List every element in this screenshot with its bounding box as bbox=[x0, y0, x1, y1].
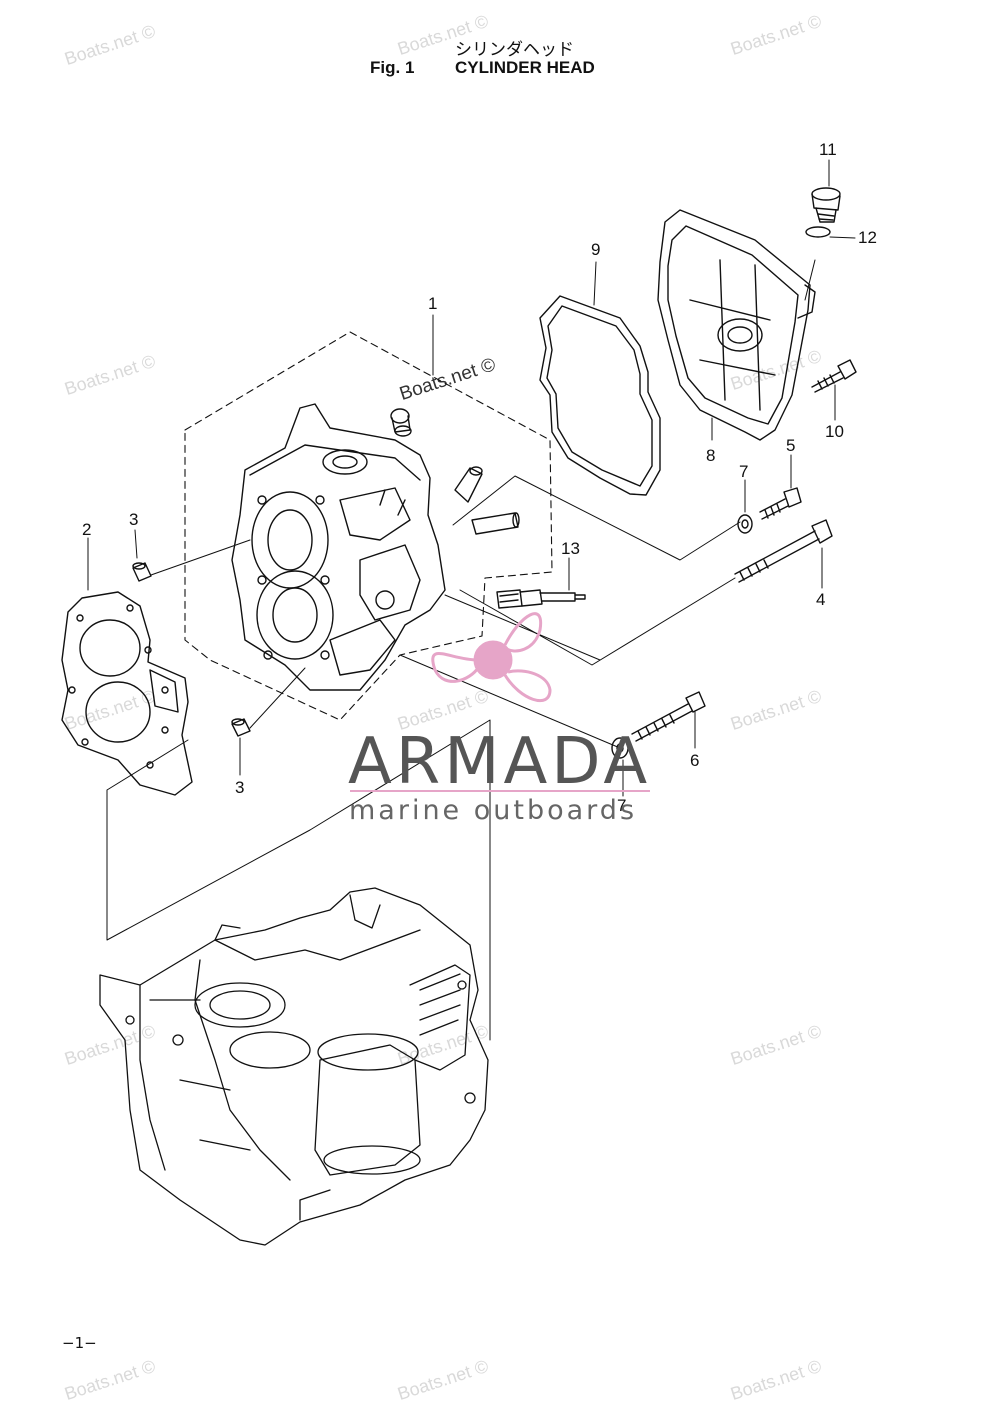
long-bolt-4 bbox=[734, 519, 833, 583]
washer-lower bbox=[611, 737, 629, 759]
callout-9: 9 bbox=[591, 240, 601, 259]
callout-3: 3 bbox=[129, 510, 139, 529]
brand-name: ARMADA bbox=[348, 725, 652, 799]
cylinder-head bbox=[231, 403, 446, 691]
callout-1: 1 bbox=[428, 294, 438, 313]
head-gasket bbox=[61, 591, 193, 796]
bolt-5 bbox=[759, 487, 802, 520]
bolt-6 bbox=[631, 691, 706, 742]
figure-title-japanese: シリンダヘッド bbox=[455, 40, 574, 60]
brand-tagline: marine outboards bbox=[349, 795, 638, 826]
callout-6: 6 bbox=[690, 751, 700, 770]
figure-number: Fig. 1 bbox=[370, 58, 415, 77]
cylinder-head-cover bbox=[657, 209, 816, 441]
spark-plug bbox=[496, 589, 586, 609]
o-ring bbox=[805, 226, 831, 238]
propeller-logo bbox=[431, 612, 552, 703]
callout-4: 4 bbox=[816, 590, 826, 609]
bolt-10 bbox=[811, 359, 857, 393]
cylinder-block bbox=[99, 887, 489, 1246]
page-number: −1− bbox=[62, 1334, 97, 1352]
callout-5: 5 bbox=[786, 436, 796, 455]
cover-gasket bbox=[539, 295, 661, 496]
callout-8: 8 bbox=[706, 446, 716, 465]
callout-2: 2 bbox=[82, 520, 92, 539]
figure-title: CYLINDER HEAD bbox=[455, 58, 595, 77]
callout-7: 7 bbox=[617, 796, 627, 815]
callout-3: 3 bbox=[235, 778, 245, 797]
guide-pin-lower bbox=[471, 512, 520, 535]
dowel-pin-upper bbox=[132, 562, 152, 582]
callout-13: 13 bbox=[561, 539, 580, 558]
callout-11: 11 bbox=[819, 140, 837, 159]
oil-filler-cap bbox=[811, 187, 841, 223]
valve-plug bbox=[390, 408, 412, 437]
washer-upper bbox=[737, 514, 753, 534]
callout-10: 10 bbox=[825, 422, 844, 441]
callout-12: 12 bbox=[858, 228, 877, 247]
brand-divider bbox=[350, 790, 650, 792]
assembly-outline bbox=[184, 331, 553, 721]
dowel-pin-lower bbox=[231, 718, 251, 737]
guide-pin-upper bbox=[454, 466, 483, 503]
callout-7: 7 bbox=[739, 462, 749, 481]
